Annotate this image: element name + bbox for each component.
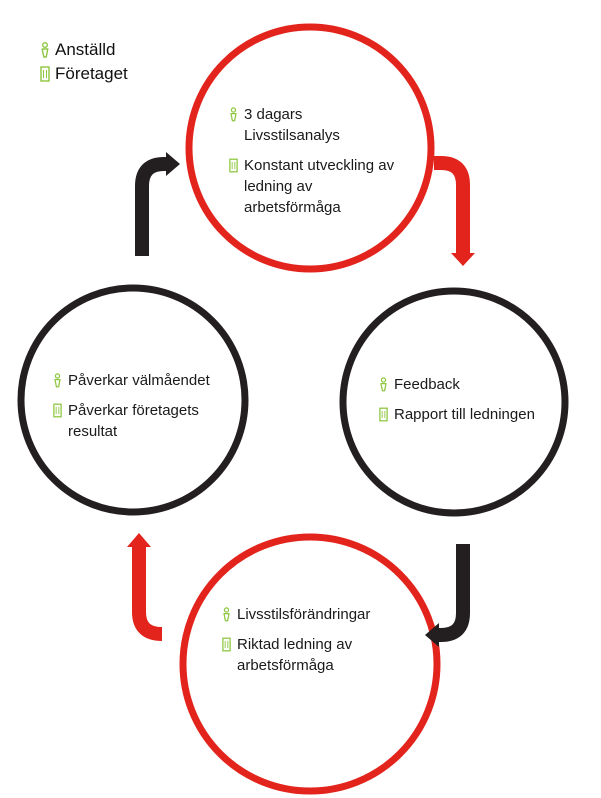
person-icon [226, 104, 240, 122]
person-icon [40, 42, 50, 58]
bottom-node-text: Livsstilsförändringar Riktad ledning av … [219, 604, 409, 685]
bottom-company-text: Riktad ledning av arbetsförmåga [237, 636, 353, 674]
top-node-text: 3 dagars Livsstilsanalys Konstant utveck… [226, 104, 396, 227]
right-employee-text: Feedback [394, 376, 460, 393]
top-company-item: Konstant utveckling av ledning av arbets… [226, 155, 396, 218]
right-employee-item: Feedback [376, 374, 571, 395]
building-icon [376, 404, 390, 422]
legend-company: Företaget [40, 62, 128, 86]
arrow-top-to-right [434, 156, 475, 266]
top-company-text: Konstant utveckling av ledning av arbets… [244, 157, 395, 216]
left-company-text: Påverkar företagets resultat [68, 402, 199, 440]
person-icon [219, 604, 233, 622]
top-employee-item: 3 dagars Livsstilsanalys [226, 104, 396, 146]
right-company-item: Rapport till ledningen [376, 404, 571, 425]
left-circle [17, 284, 249, 516]
building-icon [219, 634, 233, 652]
arrow-bottom-to-left [127, 533, 163, 641]
top-circle [185, 23, 435, 273]
right-circle [339, 287, 569, 517]
legend-company-label: Företaget [55, 64, 128, 83]
building-icon [50, 400, 64, 418]
legend: Anställd Företaget [40, 38, 128, 86]
arrow-right-to-bottom [425, 544, 470, 647]
person-icon [50, 370, 64, 388]
person-icon [376, 374, 390, 392]
left-node-text: Påverkar välmåendet Påverkar företagets … [50, 370, 230, 451]
left-company-item: Påverkar företagets resultat [50, 400, 230, 442]
bottom-circle [179, 533, 441, 795]
top-employee-text: 3 dagars Livsstilsanalys [244, 106, 340, 144]
right-node-text: Feedback Rapport till ledningen [376, 374, 571, 434]
legend-employee: Anställd [40, 38, 128, 62]
right-company-text: Rapport till ledningen [394, 406, 535, 423]
bottom-employee-item: Livsstilsförändringar [219, 604, 409, 625]
left-employee-item: Påverkar välmåendet [50, 370, 230, 391]
building-icon [40, 66, 50, 82]
bottom-company-item: Riktad ledning av arbetsförmåga [219, 634, 409, 676]
legend-employee-label: Anställd [55, 40, 116, 59]
left-employee-text: Påverkar välmåendet [68, 372, 210, 389]
building-icon [226, 155, 240, 173]
arrow-left-to-top [135, 152, 180, 256]
bottom-employee-text: Livsstilsförändringar [237, 606, 371, 623]
